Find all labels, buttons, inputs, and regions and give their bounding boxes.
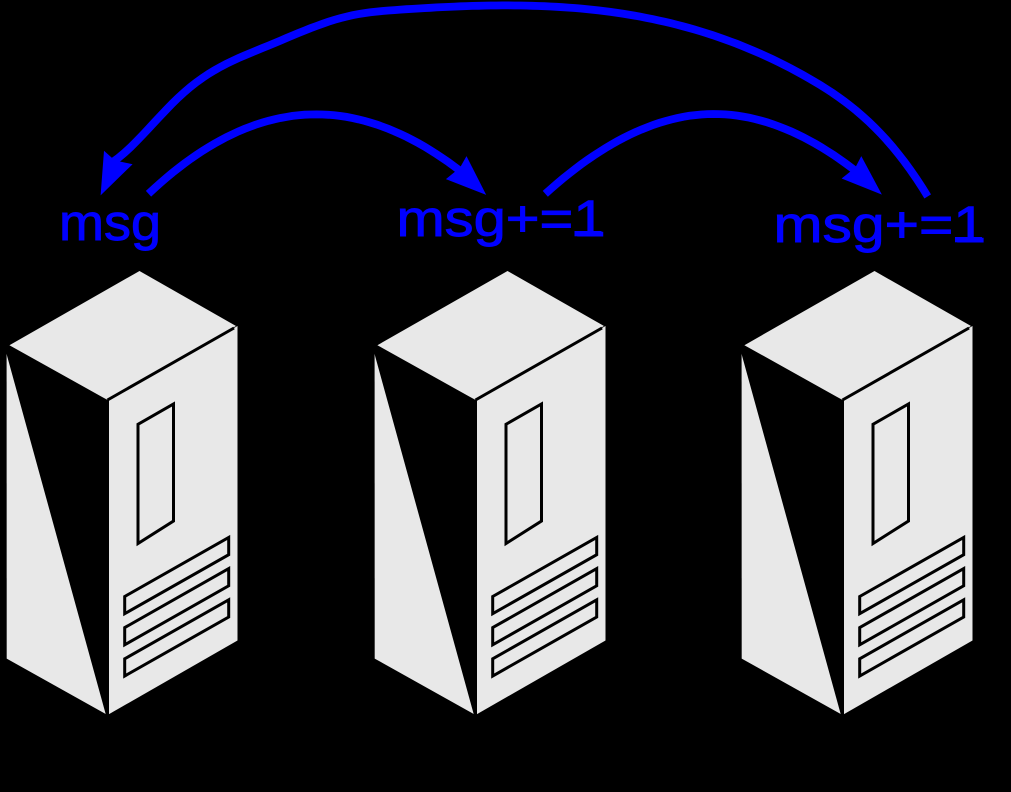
svg-text:msg+=1: msg+=1 <box>397 190 606 247</box>
svg-text:msg: msg <box>59 194 161 251</box>
svg-text:msg+=1: msg+=1 <box>774 196 987 253</box>
